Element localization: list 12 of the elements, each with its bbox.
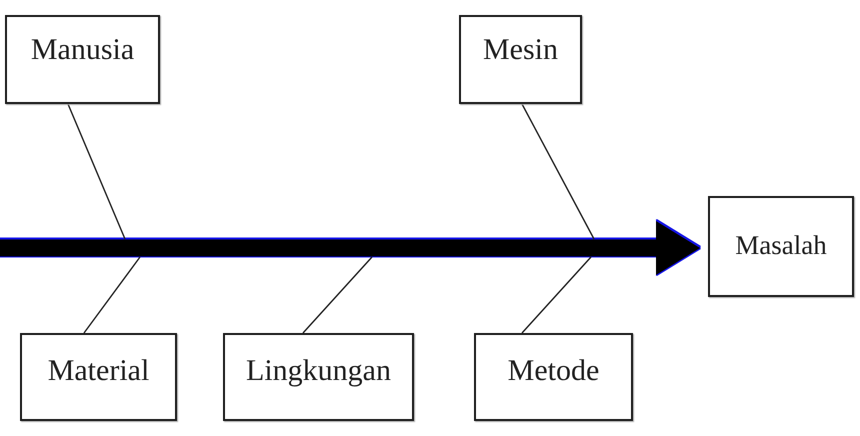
cause-box: Material	[20, 333, 177, 421]
cause-box: Metode	[474, 333, 633, 421]
connector-line	[521, 104, 595, 240]
cause-box: Lingkungan	[223, 333, 414, 421]
connector-line	[67, 104, 126, 240]
effect-box: Masalah	[708, 196, 854, 297]
connector-line	[83, 256, 141, 334]
cause-box: Manusia	[5, 15, 160, 104]
cause-box: Mesin	[459, 15, 582, 104]
spine-arrow	[0, 221, 700, 275]
connector-line	[302, 256, 373, 334]
connector-line	[521, 256, 592, 334]
